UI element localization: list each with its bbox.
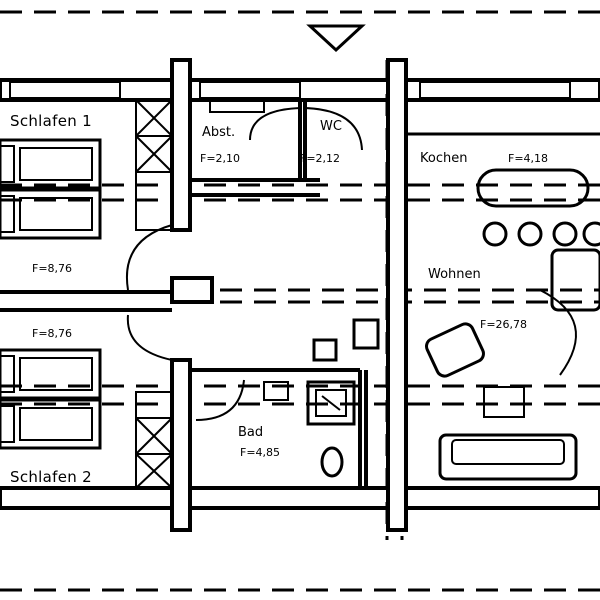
label-schlafen-1: Schlafen 1 (10, 112, 92, 130)
kitchen-furniture (406, 132, 600, 247)
label-wc: WC (320, 119, 342, 134)
label-abst: Abst. (202, 125, 235, 140)
beds-upper (0, 138, 102, 240)
label-bad: Bad (238, 425, 263, 440)
area-wohnen: F=26,78 (480, 318, 527, 331)
label-kochen: Kochen (420, 151, 467, 166)
beds-lower (0, 348, 102, 450)
interior-walls (0, 100, 368, 488)
area-flur-upper: F=8,76 (32, 262, 72, 275)
top-windows (9, 81, 571, 99)
label-schlafen-2: Schlafen 2 (10, 468, 92, 486)
door-arcs (126, 107, 577, 421)
entrance-arrow-icon (306, 24, 366, 53)
area-bad: F=4,85 (240, 446, 280, 459)
wardrobes (135, 99, 173, 489)
area-wc: F=2,12 (300, 152, 340, 165)
label-wohnen: Wohnen (428, 267, 481, 282)
bathroom-fixtures (209, 99, 380, 478)
living-furniture (425, 248, 600, 481)
area-abst: F=2,10 (200, 152, 240, 165)
columns (170, 58, 408, 532)
area-flur-lower: F=8,76 (32, 327, 72, 340)
area-kochen: F=4,18 (508, 152, 548, 165)
